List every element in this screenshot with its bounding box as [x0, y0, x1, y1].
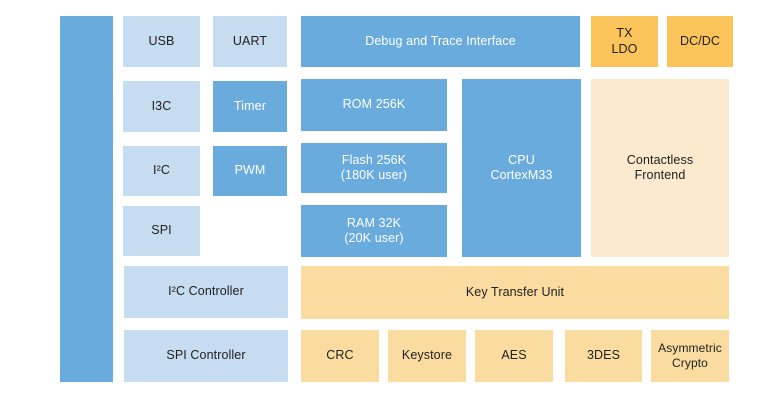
- block-keystore-label: Keystore: [401, 348, 453, 363]
- block-crc[interactable]: CRC: [301, 330, 379, 382]
- block-rom-label: ROM 256K: [342, 97, 406, 112]
- block-key-transfer-unit-label: Key Transfer Unit: [465, 284, 565, 299]
- block-spi[interactable]: SPI: [123, 206, 200, 256]
- block-i2c-label: I²C: [153, 163, 170, 178]
- block-timer-label: Timer: [234, 98, 266, 113]
- block-asymmetric-crypto-label: Asymmetric Crypto: [658, 341, 722, 370]
- block-ram-label: RAM 32K (20K user): [344, 215, 404, 245]
- block-i3c-label: I3C: [151, 98, 172, 113]
- block-ram[interactable]: RAM 32K (20K user): [301, 205, 447, 257]
- block-spi-label: SPI: [151, 223, 172, 238]
- block-aes-label: AES: [501, 348, 527, 363]
- block-tx-ldo-label: TX LDO: [611, 26, 638, 56]
- block-timer[interactable]: Timer: [213, 81, 287, 132]
- block-uart-label: UART: [232, 33, 268, 48]
- block-i2c-controller-label: I²C Controller: [168, 284, 244, 299]
- block-contactless-frontend[interactable]: Contactless Frontend: [591, 79, 729, 257]
- block-dcdc[interactable]: DC/DC: [667, 16, 733, 67]
- block-debug-trace-interface-label: Debug and Trace Interface: [365, 33, 516, 48]
- block-key-transfer-unit[interactable]: Key Transfer Unit: [301, 266, 729, 319]
- block-i2c-controller[interactable]: I²C Controller: [124, 266, 288, 318]
- block-system-bus[interactable]: [60, 16, 113, 382]
- block-asymmetric-crypto[interactable]: Asymmetric Crypto: [651, 330, 729, 382]
- block-usb-label: USB: [148, 33, 175, 48]
- block-3des[interactable]: 3DES: [565, 330, 642, 382]
- block-cpu[interactable]: CPU CortexM33: [462, 79, 581, 257]
- block-spi-controller-label: SPI Controller: [166, 348, 246, 363]
- block-3des-label: 3DES: [586, 348, 621, 363]
- block-keystore[interactable]: Keystore: [388, 330, 466, 382]
- block-flash[interactable]: Flash 256K (180K user): [301, 143, 447, 193]
- block-i3c[interactable]: I3C: [123, 81, 200, 132]
- block-debug-trace-interface[interactable]: Debug and Trace Interface: [301, 16, 580, 67]
- block-cpu-label: CPU CortexM33: [490, 152, 553, 182]
- block-crc-label: CRC: [326, 348, 354, 363]
- block-dcdc-label: DC/DC: [679, 33, 721, 48]
- block-contactless-frontend-label: Contactless Frontend: [626, 152, 694, 182]
- block-tx-ldo[interactable]: TX LDO: [591, 16, 658, 67]
- block-aes[interactable]: AES: [475, 330, 553, 382]
- block-pwm-label: PWM: [234, 163, 266, 178]
- block-flash-label: Flash 256K (180K user): [340, 152, 408, 182]
- block-spi-controller[interactable]: SPI Controller: [124, 330, 288, 382]
- block-pwm[interactable]: PWM: [213, 146, 287, 196]
- block-uart[interactable]: UART: [213, 16, 287, 67]
- block-rom[interactable]: ROM 256K: [301, 79, 447, 131]
- block-usb[interactable]: USB: [123, 16, 200, 67]
- block-i2c[interactable]: I²C: [123, 146, 200, 196]
